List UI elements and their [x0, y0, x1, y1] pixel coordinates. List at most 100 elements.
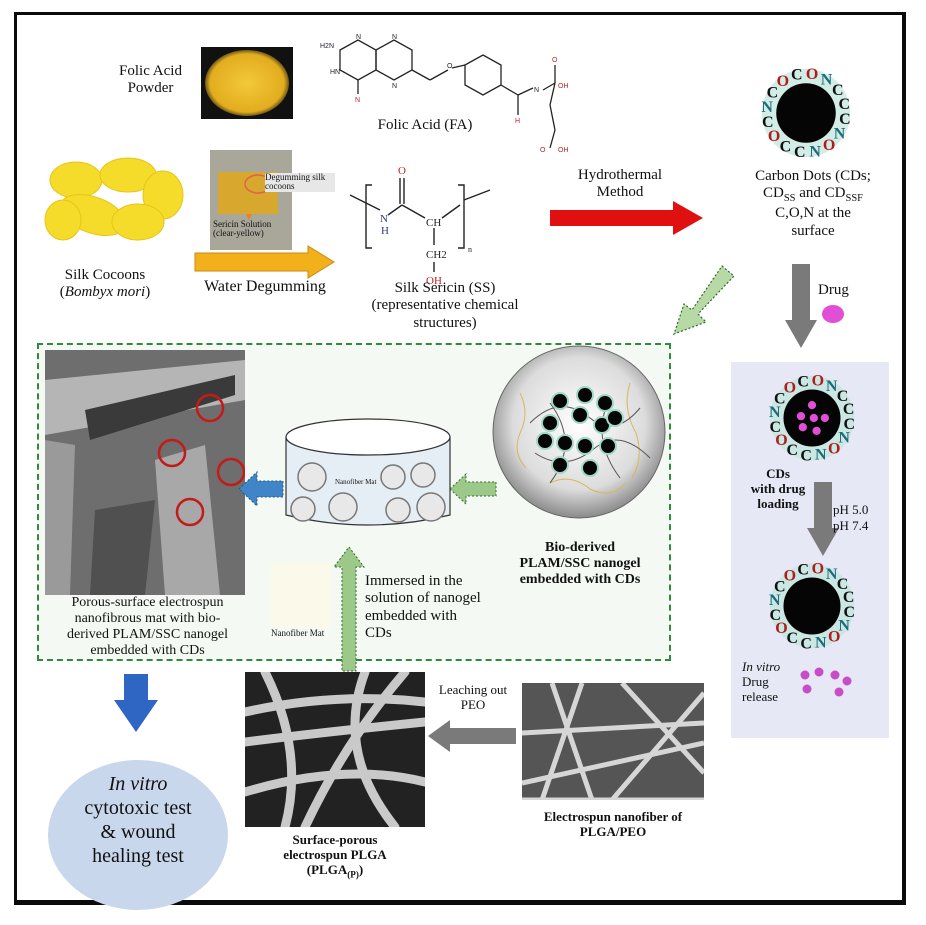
nanogel-carbon-dots: [536, 386, 624, 477]
label-line: Electrospun nanofiber of: [543, 809, 683, 824]
surface-atom-letter: N: [815, 447, 827, 464]
surface-atom-letter: O: [784, 567, 796, 584]
nanogel-sphere: [410, 462, 436, 488]
surface-atom-letter: N: [821, 71, 833, 88]
embedded-carbon-dot: [608, 411, 622, 425]
label-line: Drug: [742, 673, 769, 689]
label-line: Silk Sericin (SS): [394, 280, 496, 296]
embedded-carbon-dot: [583, 461, 597, 475]
immersion-label: Immersed in the solution of nanogel embe…: [365, 573, 481, 642]
label-line: (clear-yellow): [213, 228, 264, 239]
surface-atom-letter: C: [832, 82, 844, 99]
sem-fibers: [245, 672, 425, 827]
surface-atom-letter: C: [839, 111, 851, 128]
drug-dot: [834, 687, 844, 697]
surface-atom-letter: O: [823, 137, 835, 154]
label-line: Hydrothermal: [577, 167, 663, 183]
cd-text: and CD: [795, 185, 846, 202]
surface-atom-letter: C: [843, 401, 855, 418]
cocoons-icon: [44, 157, 184, 241]
embedded-carbon-dot: [598, 396, 612, 410]
atom-label: N: [356, 34, 361, 41]
ph-labels: pH 5.0 pH 7.4: [833, 502, 868, 533]
surface-atom-letter: C: [787, 442, 799, 459]
surface-atom-letter: C: [767, 84, 779, 101]
surface-atom-letter: C: [837, 388, 849, 405]
label-line: & wound: [100, 821, 176, 843]
hydrothermal-arrow-icon: [550, 201, 703, 235]
drug-loading-arrow-icon: [785, 264, 817, 348]
label-line: nanofibrous mat with bio-: [74, 611, 221, 627]
embedded-carbon-dot: [578, 439, 592, 453]
surface-atom-letter: C: [843, 604, 855, 621]
loaded-drug-dot: [812, 426, 821, 436]
label-line: (PLGA(P)): [250, 862, 420, 880]
folic-acid-powder-label: Folic Acid Powder: [108, 63, 193, 98]
atom-label: N: [380, 213, 388, 225]
nanogel-sphere: [297, 462, 327, 492]
atom-label: H2N: [320, 43, 334, 50]
loaded-drug-dot: [807, 400, 817, 410]
carbon-dot-core: [783, 577, 841, 635]
label-line: embedded with CDs: [90, 643, 205, 659]
label-line: cytotoxic test: [84, 797, 192, 819]
surface-atom-letter: C: [837, 576, 849, 593]
embedded-carbon-dot: [573, 408, 587, 422]
embedded-carbon-dot: [601, 439, 615, 453]
atom-label: HN: [330, 69, 340, 76]
beaker-inner-label: Nanofiber Mat: [335, 478, 377, 486]
nanofiber-mat-sample: [271, 563, 331, 628]
hydrothermal-label: Hydrothermal Method: [565, 167, 675, 202]
label-line: solution of nanogel: [365, 590, 481, 607]
nanofiber-mat-sample-label: Nanofiber Mat: [271, 628, 325, 638]
pore-highlight-circle: [157, 438, 187, 468]
surface-atom-letter: C: [794, 144, 806, 161]
nanogel-sphere: [416, 492, 446, 522]
surface-atom-letter: C: [800, 635, 812, 652]
cd-sub: SS: [783, 193, 796, 205]
surface-atom-letter: N: [769, 404, 781, 421]
label-line: (Bombyx mori): [59, 284, 151, 301]
nanogel-sphere: [380, 464, 406, 490]
surface-atom-letter: C: [762, 114, 774, 131]
atom-label: O: [540, 147, 546, 154]
surface-atom-letter: C: [843, 589, 855, 606]
surface-atom-letter: C: [787, 630, 799, 647]
released-drug-dots: [800, 667, 852, 697]
surface-atom-letter: O: [828, 629, 840, 646]
label-line: with drug: [750, 480, 806, 496]
species-name: Bombyx mori: [64, 284, 146, 301]
sem-fibers: [522, 683, 704, 800]
green-left-arrow-icon: [449, 472, 497, 506]
atom-label: N: [355, 97, 360, 104]
surface-atom-letter: O: [775, 620, 787, 637]
porous-mat-caption: Porous-surface electrospun nanofibrous m…: [40, 595, 255, 659]
label-line: Surface-porous: [292, 832, 378, 847]
folic-acid-structure: H2N N N HN N O N H N O OH O OH: [320, 34, 569, 154]
label-line: Degumming silk: [265, 172, 326, 182]
dashed-diagonal-arrow-icon: [673, 265, 735, 336]
drug-release-label: In vitro Drug release: [742, 659, 780, 705]
cap-sub: (P): [347, 869, 359, 880]
surface-atom-letter: C: [774, 390, 786, 407]
silk-cocoons-label: Silk Cocoons (Bombyx mori): [40, 267, 170, 302]
surface-atom-letter: N: [838, 430, 850, 447]
atom-label: N: [534, 87, 539, 94]
embedded-carbon-dot: [558, 436, 572, 450]
beaker-with-nanofiber-mat: [285, 418, 451, 526]
surface-atom-letter: C: [774, 578, 786, 595]
label-line: CDs: [365, 624, 392, 641]
surface-atom-letter: N: [826, 566, 838, 583]
surface-atom-letter: C: [770, 419, 782, 436]
cd-text: CD: [762, 185, 784, 202]
surface-atom-letter: C: [838, 96, 850, 113]
label-line: electrospun PLGA: [283, 846, 387, 862]
embedded-carbon-dot: [553, 394, 567, 408]
surface-atom-letter: O: [784, 379, 796, 396]
label-line: (representative chemical: [371, 297, 519, 314]
label-line: Sericin Solution: [213, 219, 272, 229]
surface-atom-letter: N: [761, 99, 773, 116]
drug-dot-icon: [822, 305, 844, 323]
